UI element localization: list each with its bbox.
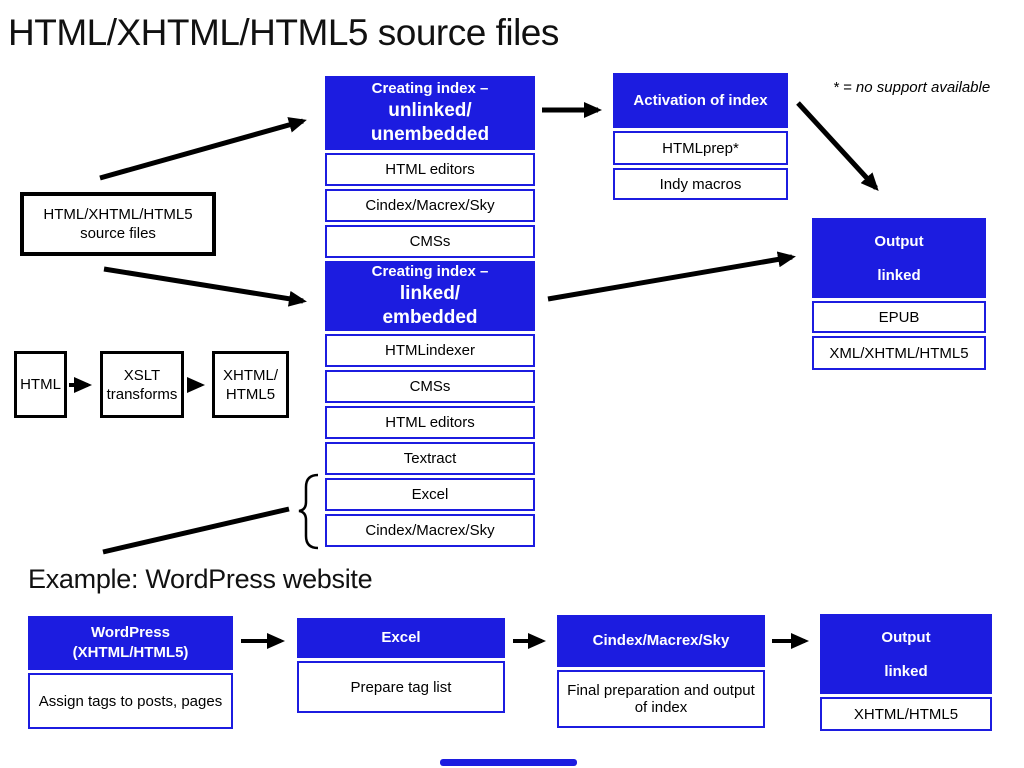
output-bottom-body: XHTML/HTML5 bbox=[820, 697, 992, 731]
creating-linked-header: Creating index – linked/ embedded bbox=[325, 261, 535, 331]
list-row: CMSs bbox=[325, 370, 535, 403]
list-row: Excel bbox=[325, 478, 535, 511]
curly-brace bbox=[298, 473, 319, 550]
slide-title: HTML/XHTML/HTML5 source files bbox=[8, 12, 559, 53]
header-line: linked/ bbox=[399, 283, 461, 304]
arrow-activation-to-output bbox=[796, 101, 879, 191]
list-row: HTMLindexer bbox=[325, 334, 535, 367]
xslt-line1: XSLT bbox=[123, 366, 161, 384]
header-line: WordPress bbox=[91, 624, 170, 641]
list-row: Textract bbox=[325, 442, 535, 475]
box-creating-index-unlinked: Creating index – unlinked/ unembedded HT… bbox=[325, 76, 535, 258]
html-label: HTML bbox=[20, 376, 61, 393]
cindex-header: Cindex/Macrex/Sky bbox=[557, 615, 765, 667]
wordpress-header: WordPress (XHTML/HTML5) bbox=[28, 616, 233, 670]
header-line: Creating index – bbox=[371, 80, 489, 97]
source-files-line1: HTML/XHTML/HTML5 bbox=[43, 206, 193, 223]
list-row: EPUB bbox=[812, 301, 986, 333]
box-xslt-transforms: XSLT transforms bbox=[100, 351, 184, 418]
arrow-linked-to-output bbox=[547, 251, 796, 302]
header-line: linked bbox=[877, 267, 921, 284]
line-example-to-brace bbox=[102, 506, 290, 555]
support-note: * = no support available bbox=[833, 79, 991, 96]
list-row: HTML editors bbox=[325, 406, 535, 439]
box-cindex-macrex-sky: Cindex/Macrex/Sky Final preparation and … bbox=[557, 615, 765, 728]
list-row: Indy macros bbox=[613, 168, 788, 200]
header-line: Cindex/Macrex/Sky bbox=[592, 632, 730, 649]
header-line: unembedded bbox=[370, 124, 490, 145]
list-row: HTML editors bbox=[325, 153, 535, 186]
header-line: unlinked/ bbox=[388, 100, 472, 121]
header-line: linked bbox=[884, 663, 928, 680]
box-wordpress: WordPress (XHTML/HTML5) Assign tags to p… bbox=[28, 616, 233, 729]
xslt-line2: transforms bbox=[106, 385, 178, 403]
box-output-bottom: Output linked XHTML/HTML5 bbox=[820, 614, 992, 731]
box-xhtml-html5: XHTML/ HTML5 bbox=[212, 351, 289, 418]
list-row: HTMLprep* bbox=[613, 131, 788, 165]
list-row: Cindex/Macrex/Sky bbox=[325, 514, 535, 547]
box-activation-of-index: Activation of index HTMLprep* Indy macro… bbox=[613, 73, 788, 200]
output-top-header: Output linked bbox=[812, 218, 986, 298]
header-line: Excel bbox=[381, 629, 421, 646]
box-source-files: HTML/XHTML/HTML5 source files bbox=[20, 192, 216, 256]
output-bottom-header: Output linked bbox=[820, 614, 992, 694]
header-line: Output bbox=[881, 629, 931, 646]
arrow-source-to-unlinked bbox=[99, 117, 307, 181]
xhtml-line1: XHTML/ bbox=[222, 366, 278, 384]
list-row: XML/XHTML/HTML5 bbox=[812, 336, 986, 370]
box-creating-index-linked: Creating index – linked/ embedded HTMLin… bbox=[325, 261, 535, 547]
list-row: Cindex/Macrex/Sky bbox=[325, 189, 535, 222]
excel-header: Excel bbox=[297, 618, 505, 658]
creating-unlinked-header: Creating index – unlinked/ unembedded bbox=[325, 76, 535, 150]
arrow-source-to-linked bbox=[103, 266, 307, 307]
source-files-line2: source files bbox=[80, 225, 156, 242]
bottom-blue-bar bbox=[440, 759, 577, 766]
box-html: HTML bbox=[14, 351, 67, 418]
wordpress-body: Assign tags to posts, pages bbox=[28, 673, 233, 729]
cindex-body: Final preparation and output of index bbox=[557, 670, 765, 728]
header-line: Output bbox=[874, 233, 924, 250]
box-excel: Excel Prepare tag list bbox=[297, 618, 505, 713]
header-line: Activation of index bbox=[633, 91, 768, 109]
header-line: (XHTML/HTML5) bbox=[72, 644, 189, 661]
activation-header: Activation of index bbox=[613, 73, 788, 128]
excel-body: Prepare tag list bbox=[297, 661, 505, 713]
list-row: CMSs bbox=[325, 225, 535, 258]
xhtml-line2: HTML5 bbox=[225, 385, 276, 403]
example-heading: Example: WordPress website bbox=[28, 564, 373, 594]
header-line: Creating index – bbox=[371, 263, 489, 280]
box-output-top: Output linked EPUB XML/XHTML/HTML5 bbox=[812, 218, 986, 370]
header-line: embedded bbox=[382, 307, 478, 328]
